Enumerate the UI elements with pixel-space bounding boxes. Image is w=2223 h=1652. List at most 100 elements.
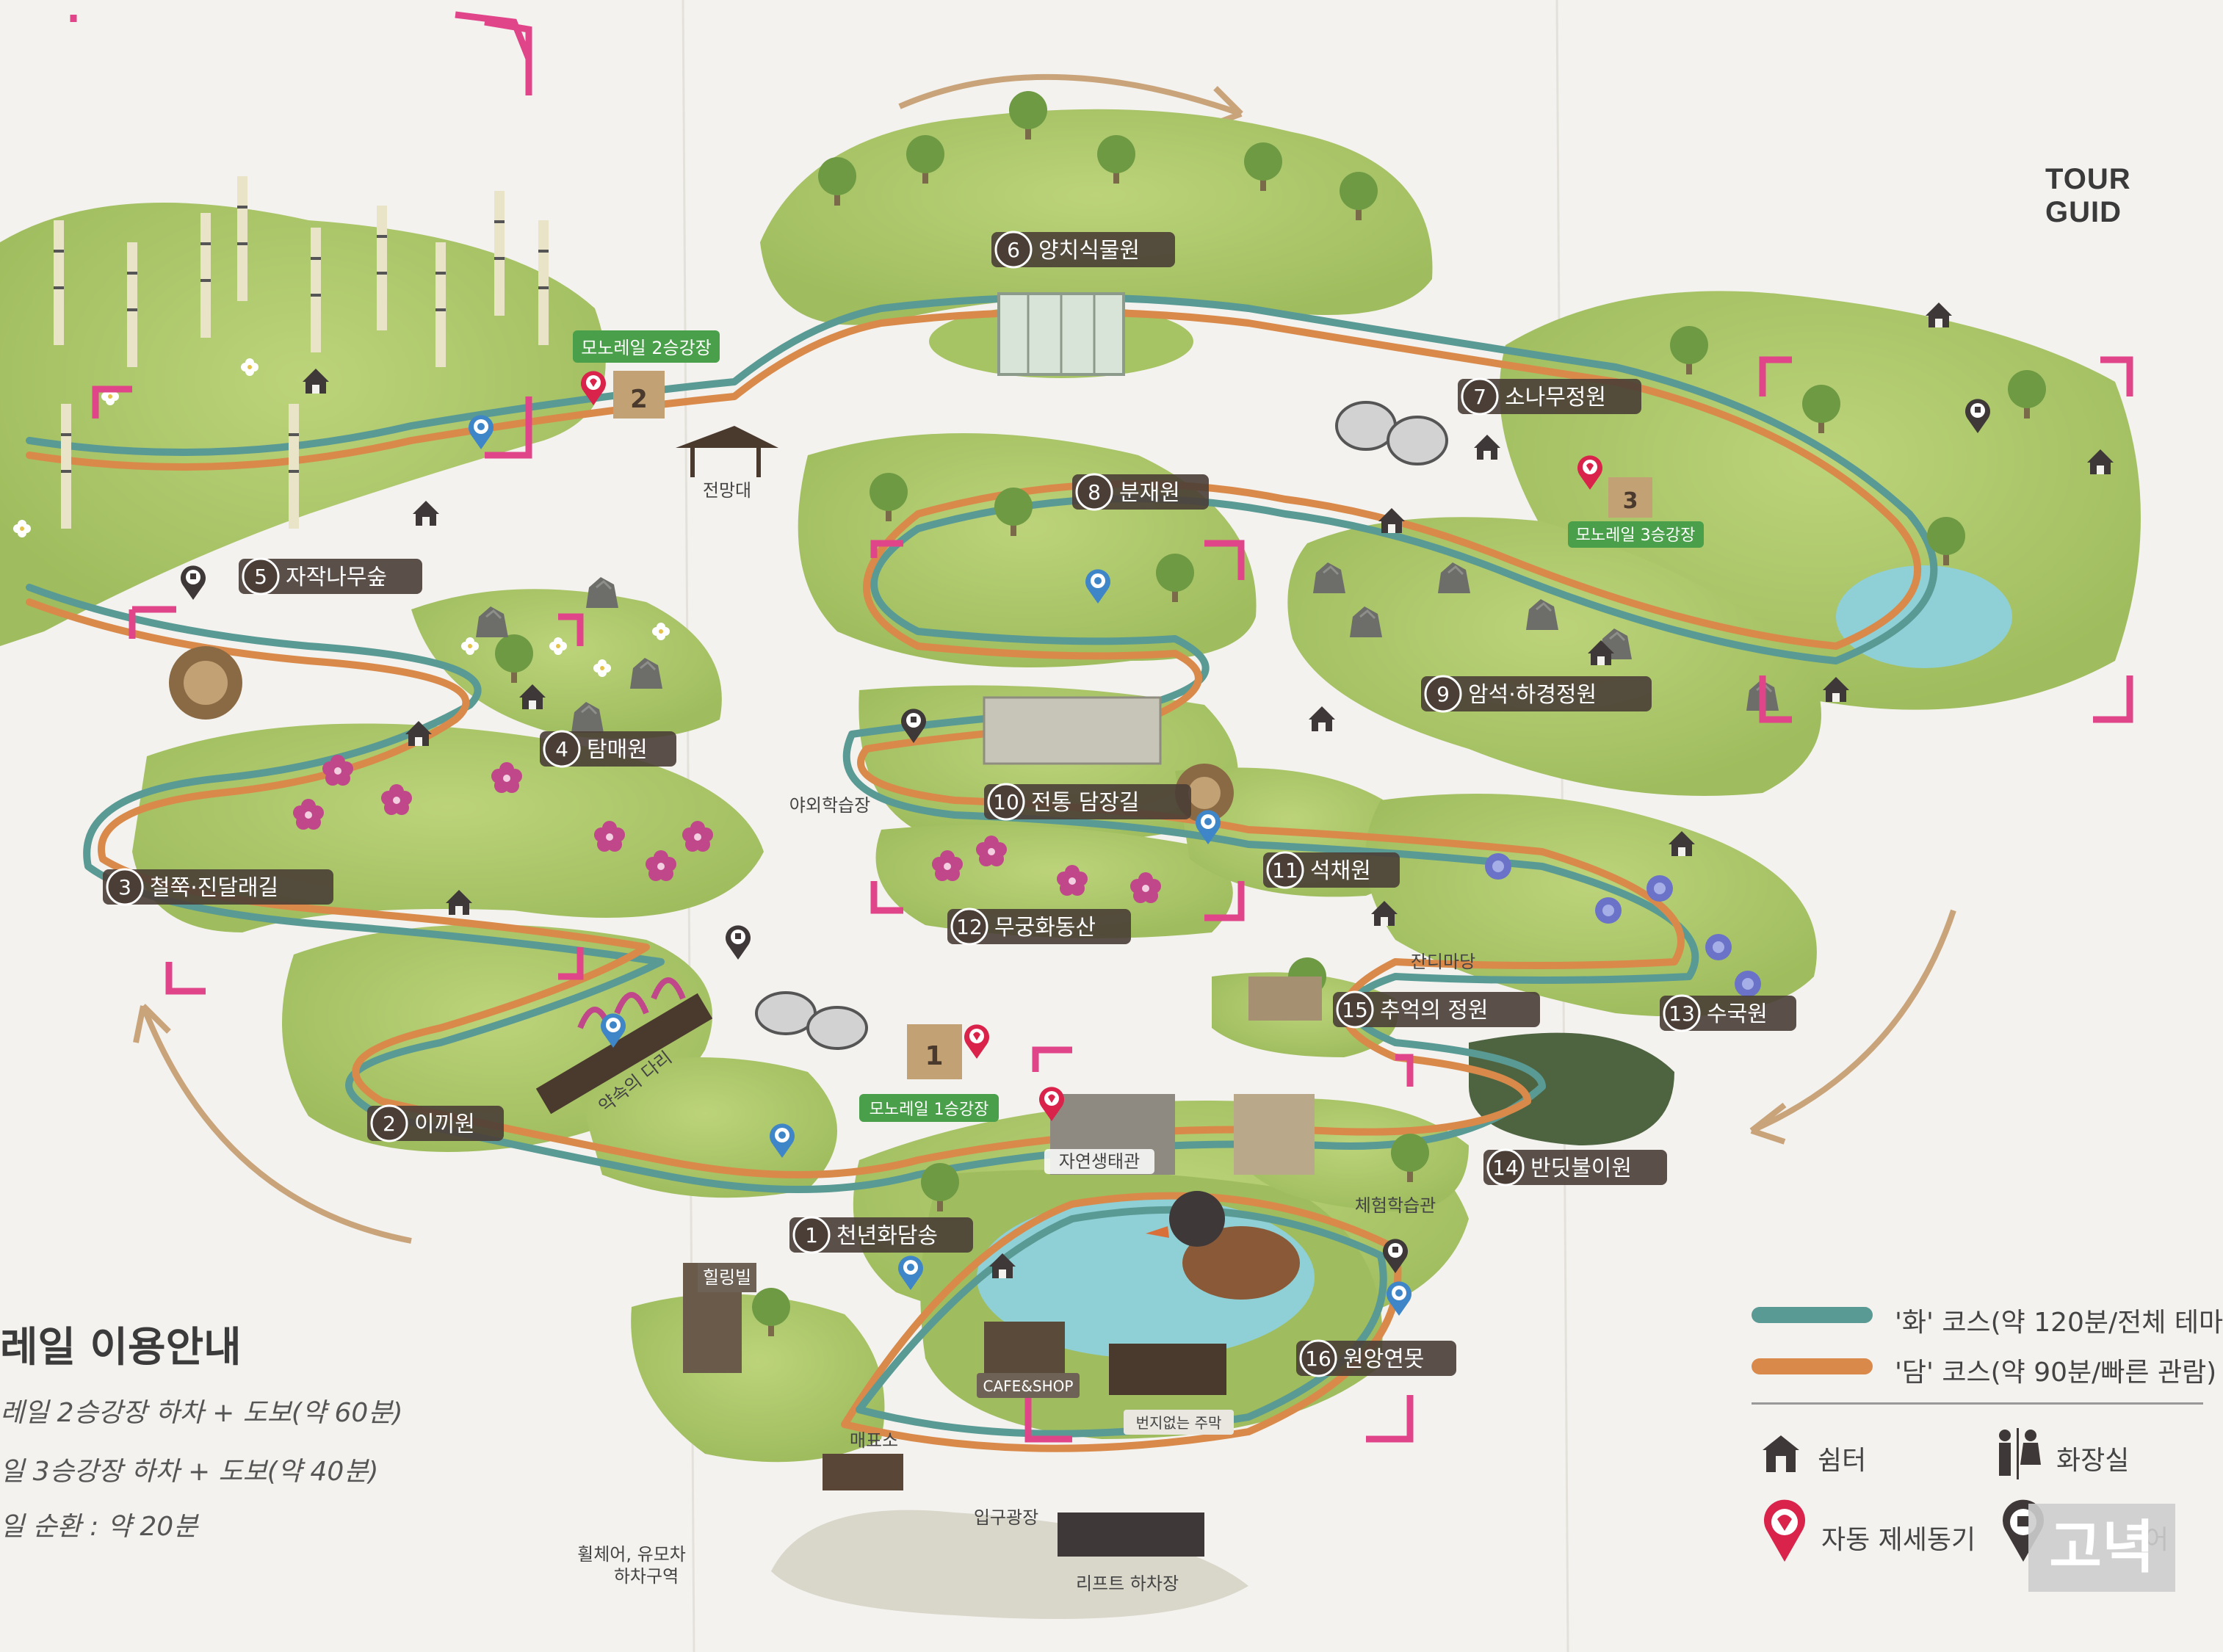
tour-guide-heading: TOUR GUID (2045, 163, 2131, 228)
station-label-6: 6 양치식물원 (991, 231, 1175, 269)
ticket-building (823, 1454, 903, 1490)
monorail-2-num: 2 (630, 385, 648, 414)
wheelchair-label: 휠체어, 유모차 (577, 1544, 686, 1565)
station-number-badge (242, 557, 280, 595)
legend-shelter-icon (1763, 1435, 1799, 1472)
station-number-badge (1424, 675, 1462, 713)
station-number: 5 (254, 565, 267, 589)
station-label-bg (1458, 379, 1641, 414)
traditional-wall (983, 696, 1162, 765)
station-label-bg (239, 559, 422, 594)
station-label-4: 4 탐매원 (540, 730, 676, 768)
station-number: 3 (118, 875, 131, 899)
station-number: 6 (1007, 238, 1020, 262)
station-number: 10 (993, 790, 1019, 814)
station-label-10: 10 전통 담장길 (984, 783, 1191, 821)
legend-toilet-icon (1999, 1428, 2041, 1479)
station-name: 전통 담장길 (1031, 790, 1140, 816)
station-name: 자작나무숲 (286, 565, 387, 590)
legend-toilet-label: 화장실 (2056, 1446, 2130, 1476)
station-number-badge (1075, 473, 1113, 511)
station-name: 천년화담송 (836, 1223, 938, 1249)
entrance-label: 입구광장 (974, 1507, 1038, 1528)
station-name: 양치식물원 (1038, 238, 1140, 264)
station-number-badge (1299, 1339, 1337, 1377)
cafe-label: CAFE&SHOP (983, 1377, 1074, 1395)
station-number-badge (1663, 994, 1701, 1032)
station-label-bg (947, 909, 1131, 944)
station-number-badge (370, 1104, 408, 1142)
station-label-2: 2 이끼원 (367, 1104, 504, 1142)
tavern-label: 번지없는 주막 (1136, 1414, 1222, 1432)
station-name: 탐매원 (587, 737, 648, 763)
legend-aed-label: 자동 제세동기 (1821, 1525, 1976, 1555)
station-number-badge (1461, 377, 1499, 416)
station-name: 원앙연못 (1343, 1347, 1424, 1372)
experience-hall-label: 체험학습관 (1355, 1195, 1436, 1216)
lift-station (1058, 1512, 1204, 1557)
outdoor-class-label: 야외학습장 (789, 795, 870, 816)
monorail-tag-2-label: 모노레일 2승강장 (581, 338, 711, 358)
station-name: 반딧불이원 (1530, 1156, 1632, 1181)
monorail-tag-1-label: 모노레일 1승강장 (870, 1101, 989, 1119)
legend-divider (1752, 1402, 2203, 1405)
station-name: 소나무정원 (1505, 385, 1606, 410)
ticket-label: 매표소 (850, 1430, 898, 1451)
monorail-tag-3-label: 모노레일 3승강장 (1576, 526, 1696, 545)
station-name: 수국원 (1707, 1001, 1768, 1027)
station-name: 분재원 (1119, 480, 1180, 506)
place-labels: 전망대 야외학습장 잔디마당 약속의 다리 자연생태관 체험학습관 힐링빌 CA… (577, 480, 1475, 1594)
station-name: 추억의 정원 (1380, 998, 1489, 1024)
station-label-16: 16 원앙연못 (1296, 1339, 1456, 1377)
area-frames (70, 11, 2133, 1443)
watermark-logo: 고녁 (2028, 1504, 2175, 1592)
station-label-11: 11 석채원 (1263, 851, 1400, 889)
station-number: 1 (805, 1223, 818, 1247)
station-label-bg (1421, 676, 1652, 711)
experience-hall-building (1234, 1094, 1315, 1175)
station-label-bg (1296, 1341, 1456, 1376)
monorail-tag-2: 모노레일 2승강장 2 (573, 330, 720, 419)
legend-shelter-label: 쉼터 (1818, 1446, 1867, 1476)
station-number-badge (950, 907, 988, 946)
station-number: 12 (956, 915, 983, 939)
guide-line-3: 일 순환 : 약 20분 (0, 1512, 198, 1542)
station-label-14: 14 반딧불이원 (1483, 1148, 1667, 1187)
station-label-bg (789, 1217, 973, 1253)
legend-hwa-swatch (1752, 1307, 1873, 1323)
monorail-1-num: 1 (925, 1041, 943, 1071)
guide-line-1: 레일 2승강장 하차 + 도보(약 60분) (0, 1398, 403, 1428)
monorail-cars (755, 401, 1448, 1050)
mandarin-duck-icon (1146, 1191, 1300, 1300)
station-number-badge (1266, 851, 1304, 889)
station-number: 14 (1492, 1156, 1519, 1180)
station-number-badge (994, 231, 1033, 269)
station-number: 4 (555, 737, 568, 761)
station-number: 11 (1272, 858, 1298, 883)
lawn-label: 잔디마당 (1411, 952, 1475, 972)
station-label-bg (991, 232, 1175, 267)
legend-dam-swatch (1752, 1358, 1873, 1374)
monorail-tag-3: 모노레일 3승강장 3 (1568, 477, 1704, 548)
station-number-badge (987, 783, 1025, 821)
station-number: 16 (1305, 1347, 1331, 1371)
wheelchair-label-2: 하차구역 (614, 1566, 679, 1587)
station-label-bg (1333, 992, 1540, 1027)
monorail-3-num: 3 (1623, 488, 1638, 514)
eco-hall-label: 자연생태관 (1059, 1151, 1140, 1172)
station-number-badge (792, 1216, 831, 1254)
station-number: 9 (1436, 682, 1450, 706)
healing-bill-label: 힐링빌 (703, 1267, 751, 1288)
station-name: 이끼원 (414, 1112, 475, 1137)
station-name: 석채원 (1310, 858, 1371, 884)
station-number: 2 (383, 1112, 396, 1136)
